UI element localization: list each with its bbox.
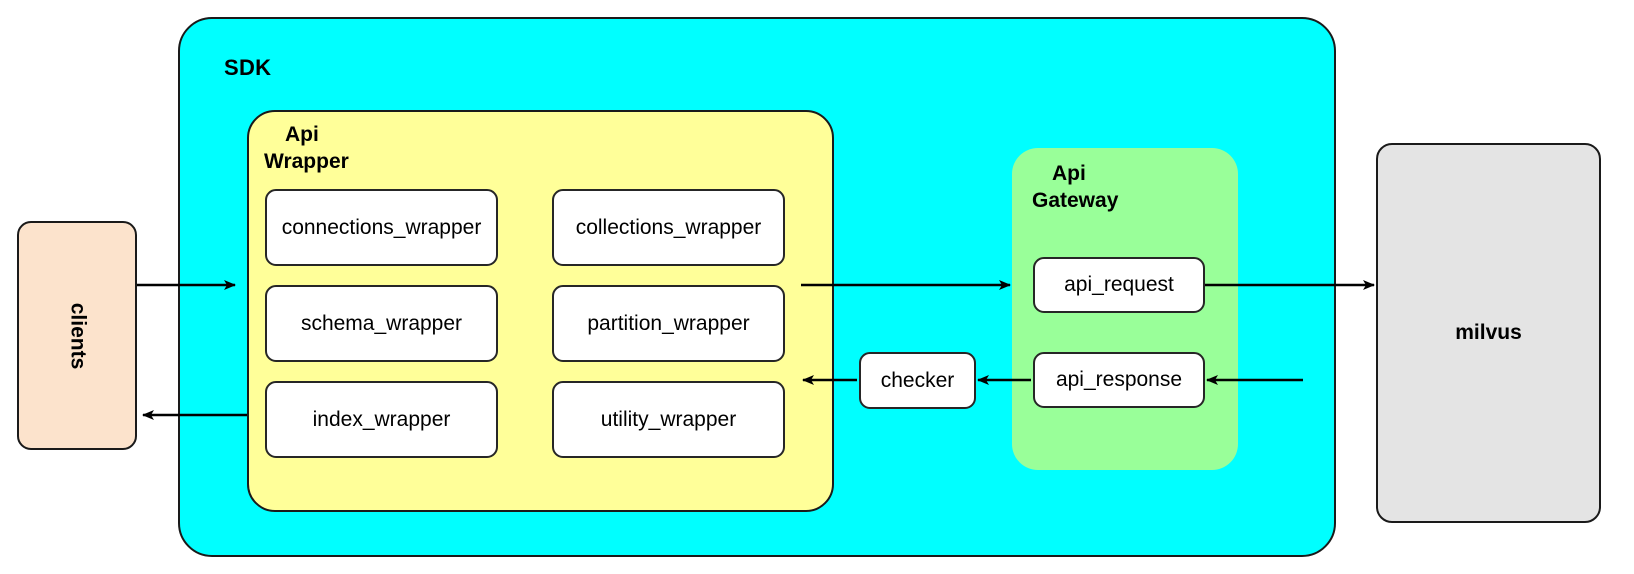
cell-api-response[interactable]: api_response [1033, 352, 1205, 408]
api-gateway-label: Api Gateway [1032, 160, 1212, 214]
cell-label: api_request [1064, 273, 1174, 296]
milvus-label: milvus [1455, 321, 1522, 344]
clients-label: clients [66, 302, 89, 369]
api-gateway-label-line1: Api [1052, 162, 1086, 185]
cell-label: partition_wrapper [587, 311, 750, 335]
cell-connections-wrapper[interactable]: connections_wrapper [265, 189, 498, 266]
cell-label: index_wrapper [312, 407, 451, 431]
milvus-box[interactable]: milvus [1376, 143, 1601, 523]
cell-api-request[interactable]: api_request [1033, 257, 1205, 313]
cell-label: schema_wrapper [300, 311, 463, 335]
cell-partition-wrapper[interactable]: partition_wrapper [552, 285, 785, 362]
cell-label: connections_wrapper [281, 215, 482, 239]
api-wrapper-label: Api Wrapper [264, 121, 435, 175]
cell-label: utility_wrapper [600, 407, 737, 431]
checker-label: checker [880, 368, 955, 392]
checker-box[interactable]: checker [859, 352, 976, 409]
api-gateway-label-line2: Gateway [1032, 189, 1119, 212]
clients-box[interactable]: clients [17, 221, 137, 450]
cell-label: api_response [1055, 368, 1183, 391]
api-wrapper-label-line2: Wrapper [264, 150, 349, 173]
cell-label: collections_wrapper [575, 215, 762, 239]
api-wrapper-label-line1: Api [285, 123, 319, 146]
cell-index-wrapper[interactable]: index_wrapper [265, 381, 498, 458]
cell-schema-wrapper[interactable]: schema_wrapper [265, 285, 498, 362]
sdk-label: SDK [224, 55, 272, 80]
cell-collections-wrapper[interactable]: collections_wrapper [552, 189, 785, 266]
cell-utility-wrapper[interactable]: utility_wrapper [552, 381, 785, 458]
